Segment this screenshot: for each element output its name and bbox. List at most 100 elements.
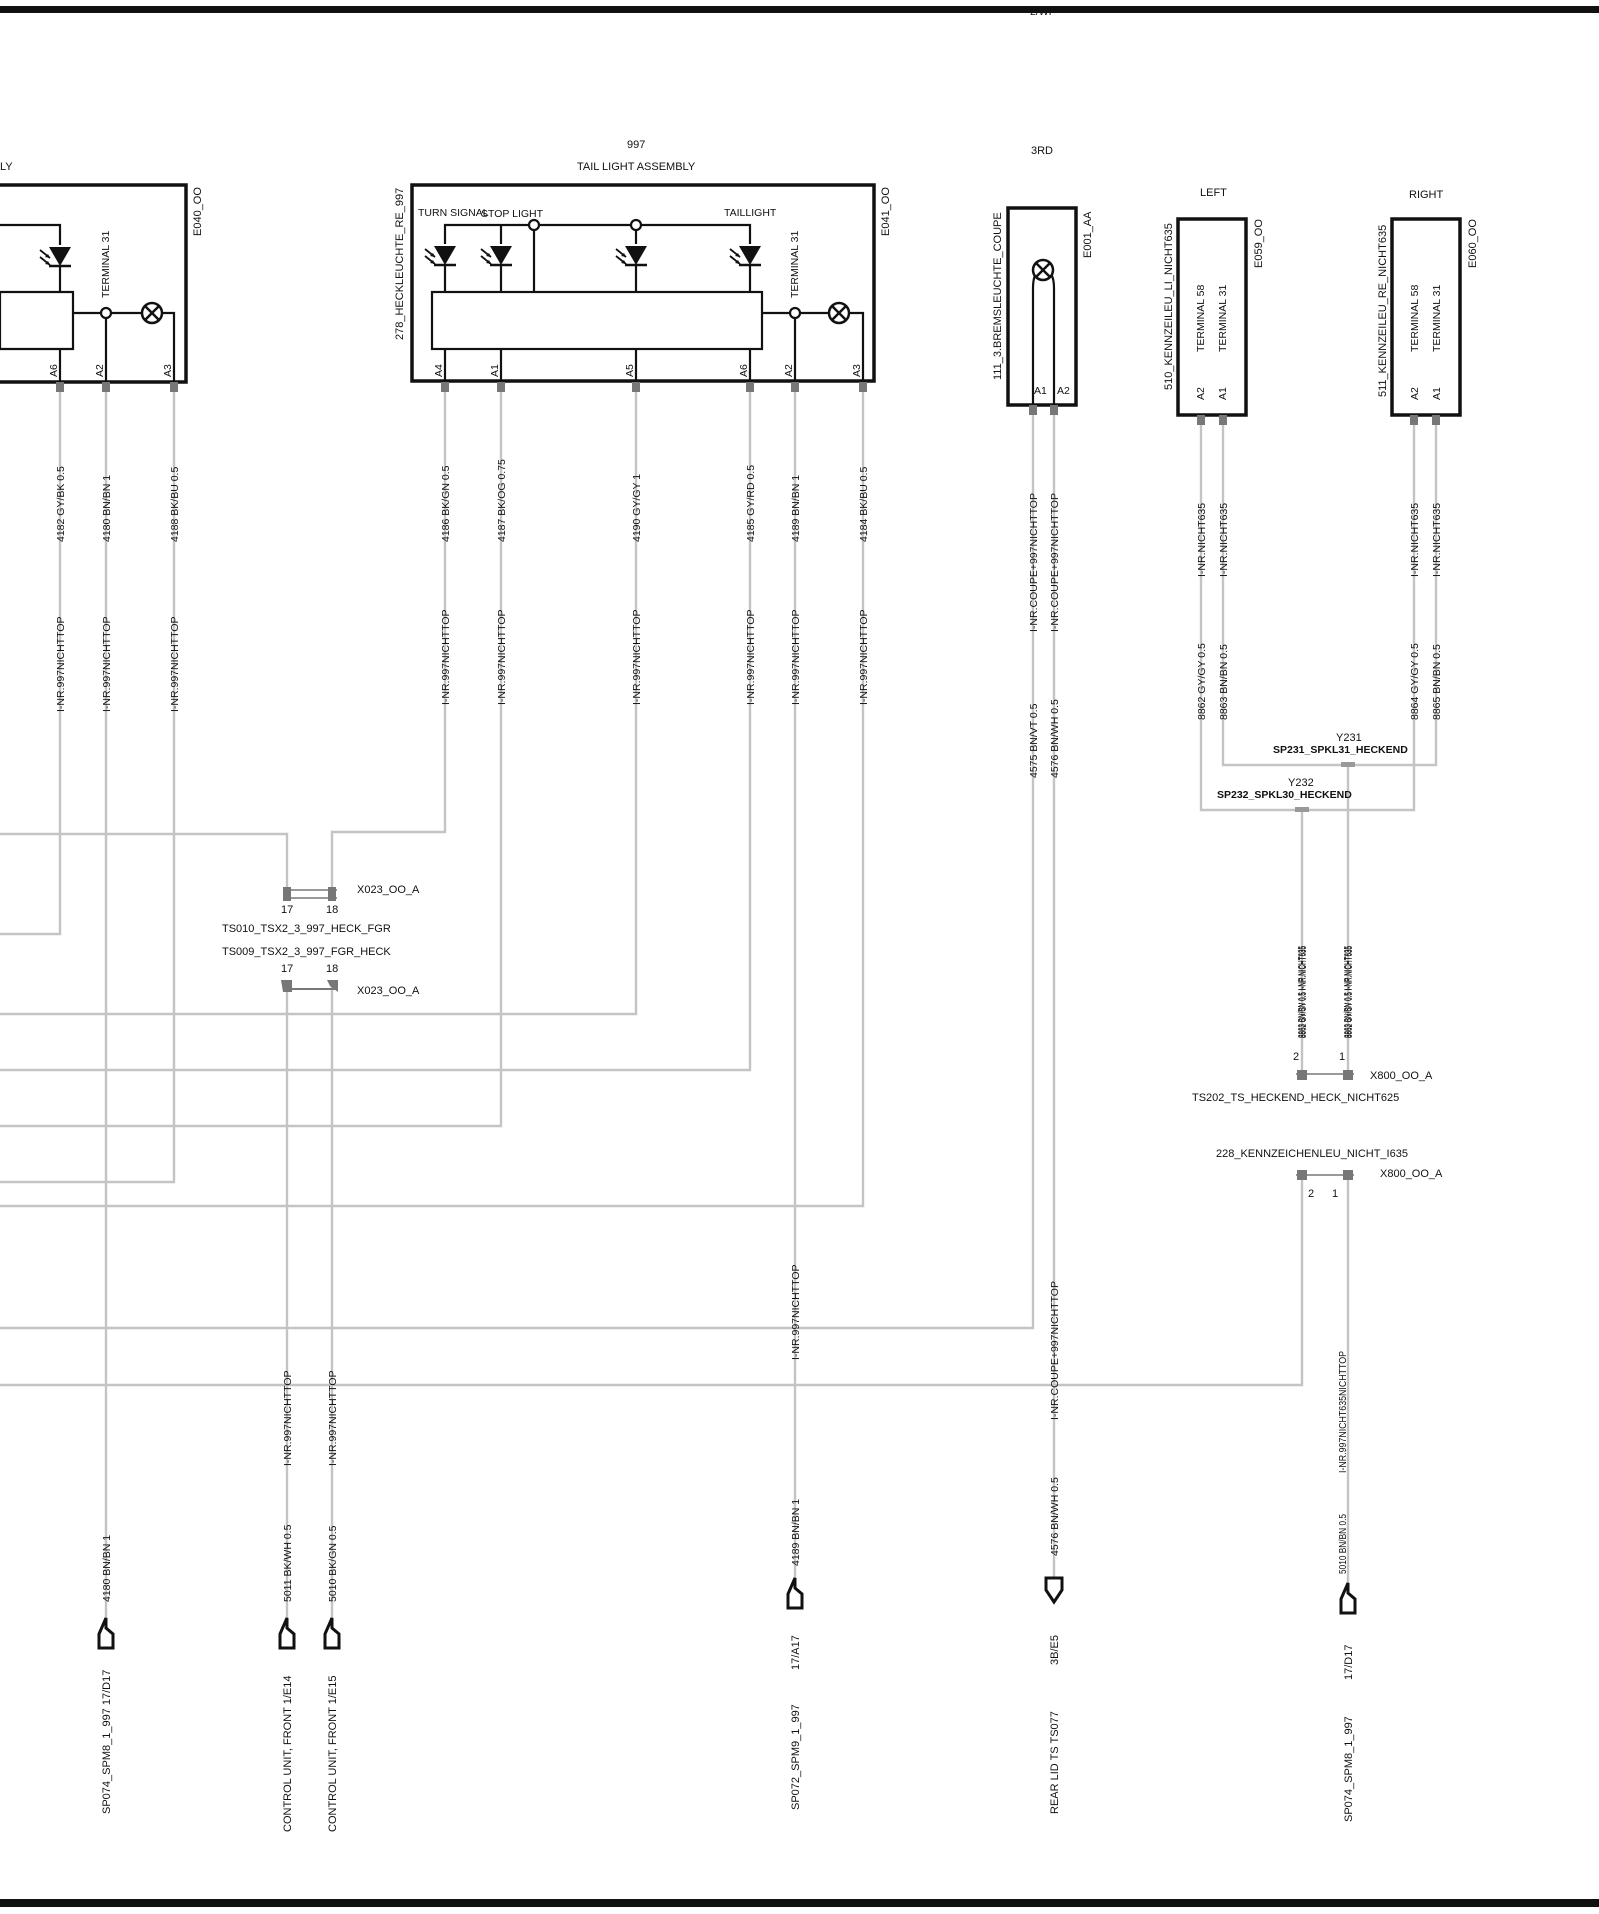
opt-4189-lower: I-NR.997NICHTTOP bbox=[790, 1265, 802, 1361]
plate-light-left: LEFT E059_OO 510_KENNZEILEU_LI_NICHT635 … bbox=[1163, 187, 1265, 425]
plate-right-pin-a2: A2 bbox=[1409, 387, 1421, 400]
wire-4575 bbox=[0, 410, 1035, 1330]
label-4575: 4575 BN/VT 0.5 bbox=[1028, 703, 1040, 778]
overlap-label-a: 8862 GY/GY 0.5 I-NR.NICHT635 bbox=[1297, 946, 1309, 1038]
plate-light-right: RIGHT E060_OO 511_KENNZEILEU_RE_NICHT635… bbox=[1377, 189, 1479, 425]
bottom-border bbox=[0, 1899, 1599, 1907]
taillight-label: TAILLIGHT bbox=[724, 207, 777, 219]
plate-right-title: RIGHT bbox=[1409, 189, 1444, 201]
opt-4188: I-NR.997NICHTTOP bbox=[169, 617, 181, 713]
label-5010b: 5010 BK/GN 0.5 bbox=[327, 1525, 339, 1602]
label-8864: 8864 GY/GY 0.5 bbox=[1409, 643, 1421, 720]
plate-left-pin-a2: A2 bbox=[1195, 387, 1207, 400]
tail-left-id: E040_OO bbox=[192, 187, 204, 236]
opt-5010-lower: I-NR.997NICHT635NICHTTOP bbox=[1337, 1351, 1349, 1473]
terminal-5010 bbox=[1339, 1581, 1357, 1615]
opt-4180: I-NR.997NICHTTOP bbox=[101, 617, 113, 713]
overlap-label-c: 8862 GY/GY 0.5 I-NR.NICHT635 bbox=[1343, 946, 1355, 1038]
wire-group bbox=[0, 382, 1438, 1620]
top-border bbox=[0, 6, 1599, 13]
third-brake-pin-a2: A2 bbox=[1057, 385, 1070, 397]
plate-left-title: LEFT bbox=[1200, 187, 1227, 199]
plate-left-pin-a1: A1 bbox=[1217, 387, 1229, 400]
x023-upper-name: X023_OO_A bbox=[357, 884, 420, 896]
ref-sp074-left: SP074_SPM8_1_997 17/D17 bbox=[101, 1670, 113, 1814]
opt-4575: I-NR.COUPE+997NICHTTOP bbox=[1028, 493, 1040, 632]
tail-pin-a4: A4 bbox=[433, 364, 445, 377]
connector-x800-lower: 2 1 X800_OO_A bbox=[1296, 1168, 1443, 1200]
third-brake-id: E001_AA bbox=[1082, 211, 1094, 258]
wire-4187 bbox=[0, 382, 503, 1128]
connector-x023-lower: 17 18 X023_OO_A bbox=[281, 963, 420, 997]
ref-sp072: SP072_SPM9_1_997 bbox=[790, 1704, 802, 1810]
tail-assembly-title: TAIL LIGHT ASSEMBLY bbox=[577, 161, 696, 173]
terminal-4189 bbox=[786, 1576, 804, 1610]
ts009-label: TS009_TSX2_3_997_FGR_HECK bbox=[222, 946, 391, 958]
x800-lower-pin-2: 2 bbox=[1308, 1188, 1314, 1200]
wire-4190 bbox=[0, 382, 638, 1016]
opt-8865: I-NR.NICHT635 bbox=[1431, 503, 1443, 577]
terminal-5011 bbox=[278, 1616, 296, 1650]
plate-left-t58: TERMINAL 58 bbox=[1195, 285, 1207, 352]
splice-y232: Y232 SP232_SPKL30_HECKEND bbox=[1217, 777, 1352, 812]
x800-upper-name: X800_OO_A bbox=[1370, 1070, 1433, 1082]
top-clip-label: 2/WI bbox=[1030, 6, 1052, 18]
label-4185: 4185 GY/RD 0.5 bbox=[745, 465, 757, 542]
wire-8863 bbox=[1221, 420, 1438, 767]
terminal-4576 bbox=[1044, 1576, 1064, 1604]
plate-right-pin-a1: A1 bbox=[1431, 387, 1443, 400]
plate-228-label: 228_KENNZEICHENLEU_NICHT_I635 bbox=[1216, 1148, 1408, 1160]
label-4186: 4186 BK/GN 0.5 bbox=[440, 465, 452, 542]
tail-pin-a1: A1 bbox=[489, 364, 501, 377]
connector-x023-upper: X023_OO_A 17 18 bbox=[281, 884, 420, 916]
wire-x800-2-out bbox=[0, 1174, 1304, 1387]
tail-left-pin-a3: A3 bbox=[162, 364, 174, 377]
label-4182: 4182 GY/BK 0.5 bbox=[55, 466, 67, 542]
wire-4184 bbox=[0, 382, 865, 1208]
opt-4185: I-NR.997NICHTTOP bbox=[745, 610, 757, 706]
tail-light-assembly: 997 TAIL LIGHT ASSEMBLY E041_OO 278_HECK… bbox=[394, 139, 892, 392]
label-4180: 4180 BN/BN 1 bbox=[101, 475, 113, 542]
tail-pin-a3: A3 bbox=[851, 364, 863, 377]
y231-name: SP231_SPKL31_HECKEND bbox=[1273, 744, 1408, 756]
label-8862: 8862 GY/GY 0.5 bbox=[1196, 643, 1208, 720]
ref-a17-pos: 17/A17 bbox=[790, 1635, 802, 1670]
opt-4187: I-NR.997NICHTTOP bbox=[496, 610, 508, 706]
label-4576-lower: 4576 BN/WH 0.5 bbox=[1049, 1477, 1061, 1556]
opt-5011-lower: I-NR.997NICHTTOP bbox=[282, 1371, 294, 1467]
x800-lower-pin-1: 1 bbox=[1332, 1188, 1338, 1200]
overlap-label-d: 8863 BN/BN 0.5 I-NR.NICHT635 bbox=[1342, 946, 1354, 1038]
wire-4188 bbox=[0, 382, 176, 1184]
label-8863: 8863 BN/BN 0.5 bbox=[1218, 644, 1230, 720]
x023-upper-pin-17: 17 bbox=[281, 904, 293, 916]
opt-4189: I-NR.997NICHTTOP bbox=[790, 610, 802, 706]
opt-4186: I-NR.997NICHTTOP bbox=[440, 610, 452, 706]
y232-label: Y232 bbox=[1288, 777, 1314, 789]
label-5011: 5011 BK/WH 0.5 bbox=[282, 1524, 294, 1602]
wire-4186 bbox=[330, 382, 447, 892]
x023-lower-pin-17: 17 bbox=[281, 963, 293, 975]
wire-4185 bbox=[0, 382, 752, 1072]
terminal-5010b bbox=[323, 1616, 341, 1650]
label-4189: 4189 BN/BN 1 bbox=[790, 475, 802, 542]
ref-d17-pos: 17/D17 bbox=[1343, 1645, 1355, 1680]
wire-x023-17-in bbox=[0, 832, 289, 892]
label-4180-lower: 4180 BN/BN 1 bbox=[101, 1535, 113, 1602]
splice-y231: Y231 SP231_SPKL31_HECKEND bbox=[1273, 732, 1408, 767]
ts010-label: TS010_TSX2_3_997_HECK_FGR bbox=[222, 923, 391, 935]
plate-right-id: E060_OO bbox=[1467, 219, 1479, 268]
label-4188: 4188 BK/BU 0.5 bbox=[169, 467, 181, 542]
connector-x800-upper: 2 1 X800_OO_A bbox=[1293, 1051, 1433, 1082]
label-5010: 5010 BN/BN 0.5 bbox=[1337, 1514, 1349, 1574]
x800-upper-pin-1: 1 bbox=[1339, 1051, 1345, 1063]
y231-label: Y231 bbox=[1336, 732, 1362, 744]
tail-pin-a2: A2 bbox=[783, 364, 795, 377]
label-4184: 4184 BK/BU 0.5 bbox=[858, 467, 870, 542]
third-brake-light: 3RD E001_AA 111_3.BREMSLEUCHTE_COUPE A1 … bbox=[992, 145, 1094, 415]
ref-e5-pos: 3B/E5 bbox=[1049, 1635, 1061, 1665]
plate-right-t31: TERMINAL 31 bbox=[1431, 285, 1443, 352]
ref-control-e15: CONTROL UNIT, FRONT 1/E15 bbox=[327, 1676, 339, 1832]
tail-pin-a5: A5 bbox=[624, 364, 636, 377]
opt-5010b-lower: I-NR.997NICHTTOP bbox=[327, 1371, 339, 1467]
